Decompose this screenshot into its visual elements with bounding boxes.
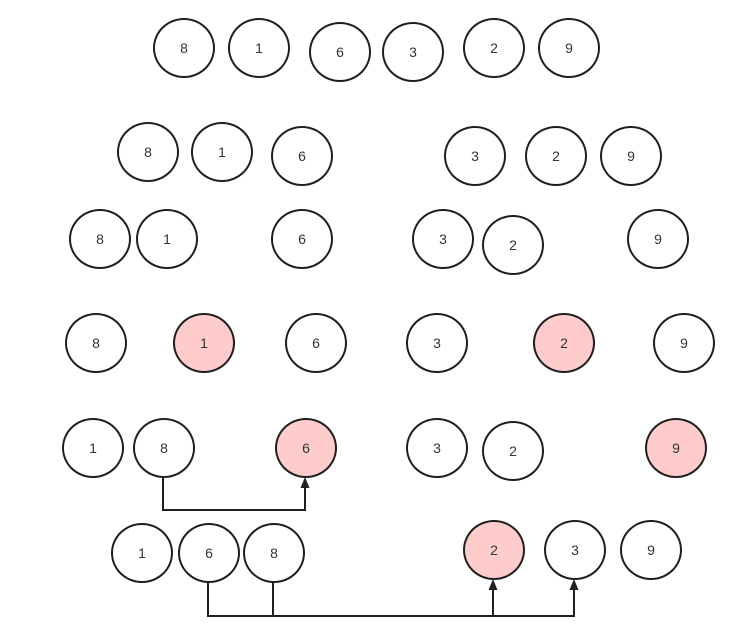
node-r2-1: 8 xyxy=(117,122,179,182)
node-r4-2: 1 xyxy=(173,313,235,373)
arrowhead xyxy=(569,579,579,590)
node-r1-5: 2 xyxy=(463,18,525,78)
node-label: 8 xyxy=(270,545,278,561)
node-label: 8 xyxy=(144,144,152,160)
node-label: 1 xyxy=(163,231,171,247)
node-label: 8 xyxy=(96,231,104,247)
node-r4-6: 9 xyxy=(653,313,715,373)
node-label: 6 xyxy=(302,440,310,456)
node-r3-5: 2 xyxy=(482,215,544,275)
node-label: 9 xyxy=(565,40,573,56)
node-r1-3: 6 xyxy=(309,22,371,82)
node-label: 6 xyxy=(298,148,306,164)
node-label: 8 xyxy=(92,335,100,351)
node-r1-2: 1 xyxy=(228,18,290,78)
node-label: 1 xyxy=(138,545,146,561)
node-r6-1: 1 xyxy=(111,523,173,583)
node-r4-1: 8 xyxy=(65,313,127,373)
node-label: 6 xyxy=(336,44,344,60)
node-label: 2 xyxy=(509,443,517,459)
node-label: 2 xyxy=(560,335,568,351)
node-r2-4: 3 xyxy=(444,126,506,186)
node-label: 3 xyxy=(433,440,441,456)
node-label: 2 xyxy=(509,237,517,253)
node-label: 9 xyxy=(627,148,635,164)
node-label: 3 xyxy=(571,542,579,558)
arrowhead xyxy=(488,579,498,590)
node-r5-6: 9 xyxy=(645,418,707,478)
node-label: 6 xyxy=(205,545,213,561)
node-r2-6: 9 xyxy=(600,126,662,186)
node-label: 8 xyxy=(160,440,168,456)
node-r2-5: 2 xyxy=(525,126,587,186)
node-label: 9 xyxy=(647,542,655,558)
node-label: 6 xyxy=(312,335,320,351)
node-r6-6: 9 xyxy=(620,520,682,580)
connector-line xyxy=(207,582,494,617)
node-r3-4: 3 xyxy=(412,209,474,269)
node-r3-2: 1 xyxy=(136,209,198,269)
node-label: 9 xyxy=(680,335,688,351)
arrowhead xyxy=(300,477,310,488)
node-label: 2 xyxy=(552,148,560,164)
node-label: 9 xyxy=(672,440,680,456)
node-label: 2 xyxy=(490,542,498,558)
node-label: 1 xyxy=(200,335,208,351)
connector-line xyxy=(162,477,306,511)
node-r1-1: 8 xyxy=(153,18,215,78)
node-r1-6: 9 xyxy=(538,18,600,78)
node-label: 3 xyxy=(409,44,417,60)
node-label: 1 xyxy=(255,40,263,56)
node-r2-3: 6 xyxy=(271,126,333,186)
node-r6-5: 3 xyxy=(544,520,606,580)
node-label: 3 xyxy=(471,148,479,164)
node-label: 2 xyxy=(490,40,498,56)
node-r6-4: 2 xyxy=(463,520,525,580)
node-r5-4: 3 xyxy=(406,418,468,478)
node-r3-6: 9 xyxy=(627,209,689,269)
connector-line xyxy=(272,582,575,617)
node-label: 9 xyxy=(654,231,662,247)
node-r4-4: 3 xyxy=(406,313,468,373)
node-r1-4: 3 xyxy=(382,22,444,82)
node-label: 6 xyxy=(298,231,306,247)
node-label: 8 xyxy=(180,40,188,56)
node-r5-2: 8 xyxy=(133,418,195,478)
node-r4-3: 6 xyxy=(285,313,347,373)
node-label: 1 xyxy=(89,440,97,456)
node-r5-1: 1 xyxy=(62,418,124,478)
node-label: 3 xyxy=(433,335,441,351)
node-r5-3: 6 xyxy=(275,418,337,478)
node-r5-5: 2 xyxy=(482,421,544,481)
node-label: 1 xyxy=(218,144,226,160)
node-r4-5: 2 xyxy=(533,313,595,373)
node-label: 3 xyxy=(439,231,447,247)
node-r3-3: 6 xyxy=(271,209,333,269)
node-r6-3: 8 xyxy=(243,523,305,583)
node-r3-1: 8 xyxy=(69,209,131,269)
node-r2-2: 1 xyxy=(191,122,253,182)
node-r6-2: 6 xyxy=(178,523,240,583)
